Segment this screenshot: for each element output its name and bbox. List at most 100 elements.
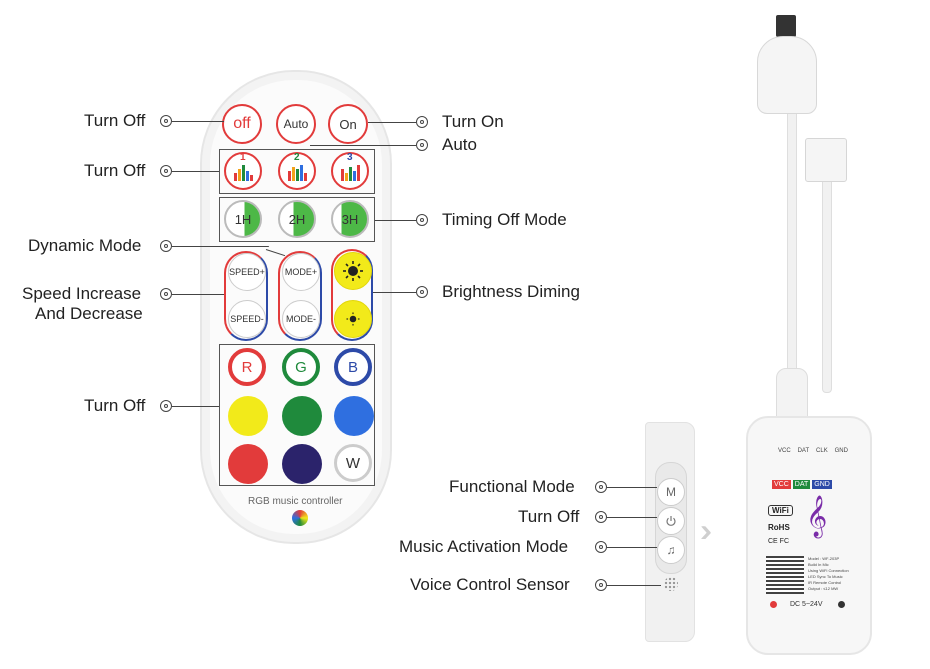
mode-number: 3 bbox=[347, 152, 353, 163]
remote-on-button[interactable]: On bbox=[328, 104, 368, 144]
speed-down-button[interactable]: SPEED- bbox=[228, 300, 266, 338]
brand-logo-icon bbox=[292, 510, 308, 526]
pin-tags: VCC DAT GND bbox=[772, 480, 832, 489]
strain-relief bbox=[776, 368, 808, 420]
spec-item: Build In Mic bbox=[808, 562, 829, 567]
target-timing-off bbox=[416, 214, 428, 226]
timer-1h-button[interactable]: 1H bbox=[224, 200, 262, 238]
color-navy-button[interactable] bbox=[282, 444, 322, 484]
target-dynamic-mode bbox=[160, 240, 172, 252]
w-label: W bbox=[345, 454, 361, 472]
music-mode-1-button[interactable]: 1 bbox=[224, 152, 262, 190]
speed-pill bbox=[224, 251, 268, 341]
timer-3h-button[interactable]: 3H bbox=[331, 200, 369, 238]
color-w-button[interactable]: W bbox=[334, 444, 372, 482]
leader-line bbox=[373, 292, 416, 293]
music-mode-button[interactable]: ♫ bbox=[657, 536, 685, 564]
off-label: off bbox=[233, 115, 251, 132]
on-label: On bbox=[339, 116, 357, 132]
tag-gnd: GND bbox=[812, 480, 832, 489]
g-label: G bbox=[295, 358, 307, 376]
jst-connector bbox=[805, 138, 847, 182]
label-turn-on: Turn On bbox=[442, 112, 504, 131]
label-voice-sensor: Voice Control Sensor bbox=[410, 575, 570, 594]
remote-off-button[interactable]: off bbox=[222, 104, 262, 144]
label-speed-line2: And Decrease bbox=[35, 304, 143, 323]
label-functional-mode: Functional Mode bbox=[449, 477, 575, 496]
remote-auto-button[interactable]: Auto bbox=[276, 104, 316, 144]
leader-line bbox=[607, 517, 657, 518]
pin-dat: DAT bbox=[797, 448, 810, 454]
leader-line bbox=[172, 121, 224, 122]
timer-label: 3H bbox=[341, 211, 359, 227]
pin-labels: VCC DAT CLK GND bbox=[778, 448, 848, 454]
power-button[interactable] bbox=[657, 507, 685, 535]
color-g-button[interactable]: G bbox=[282, 348, 320, 386]
screw-icon bbox=[838, 601, 845, 608]
color-yellow-button[interactable] bbox=[228, 396, 268, 436]
label-timing-off: Timing Off Mode bbox=[442, 210, 567, 229]
tag-vcc: VCC bbox=[772, 480, 791, 489]
leader-line bbox=[607, 487, 657, 488]
leader-line bbox=[607, 547, 657, 548]
music-mode-2-button[interactable]: 2 bbox=[278, 152, 316, 190]
spec-item: Using WiFi Connection bbox=[808, 568, 849, 573]
functional-mode-button[interactable]: M bbox=[657, 478, 685, 506]
remote-brand: RGB music controller bbox=[248, 496, 343, 507]
music-mode-group bbox=[219, 149, 375, 194]
label-auto: Auto bbox=[442, 135, 477, 154]
label-speed-line1: Speed Increase bbox=[22, 284, 142, 303]
leader-line bbox=[607, 585, 661, 586]
mode-down-label: MODE- bbox=[286, 314, 316, 324]
leader-line bbox=[375, 220, 416, 221]
sun-large-icon bbox=[343, 261, 363, 281]
target-speed bbox=[160, 288, 172, 300]
dc-plug bbox=[757, 36, 817, 114]
leader-line bbox=[172, 406, 219, 407]
voltage-label: DC 5~24V bbox=[790, 601, 823, 608]
brightness-down-button[interactable] bbox=[334, 300, 372, 338]
mode-number: 2 bbox=[294, 152, 300, 163]
target-brightness bbox=[416, 286, 428, 298]
cable-lower bbox=[822, 176, 832, 393]
target-turn-off-1 bbox=[160, 115, 172, 127]
sun-small-icon bbox=[346, 312, 360, 326]
dc-plug-tip bbox=[776, 15, 796, 37]
mode-number: 1 bbox=[240, 152, 246, 163]
leader-line bbox=[310, 145, 416, 146]
r-label: R bbox=[241, 358, 253, 376]
mode-down-button[interactable]: MODE- bbox=[282, 300, 320, 338]
label-turn-off-2: Turn Off bbox=[84, 161, 146, 180]
label-turn-off-3: Turn Off bbox=[84, 396, 146, 415]
brightness-up-button[interactable] bbox=[334, 252, 372, 290]
rohs-label: RoHS bbox=[768, 523, 790, 532]
label-brightness: Brightness Diming bbox=[442, 282, 580, 301]
mode-pill bbox=[278, 251, 322, 341]
mode-up-button[interactable]: MODE+ bbox=[282, 253, 320, 291]
equalizer-icon bbox=[234, 165, 253, 181]
color-r-button[interactable]: R bbox=[228, 348, 266, 386]
tag-dat: DAT bbox=[792, 480, 811, 489]
target-turn-on bbox=[416, 116, 428, 128]
color-group bbox=[219, 344, 375, 486]
color-blue-button[interactable] bbox=[334, 396, 374, 436]
target-functional-mode bbox=[595, 481, 607, 493]
spec-list: Model : WF-203P Build In Mic Using WiFi … bbox=[808, 556, 849, 592]
timer-group bbox=[219, 197, 375, 242]
timer-2h-button[interactable]: 2H bbox=[278, 200, 316, 238]
color-green-button[interactable] bbox=[282, 396, 322, 436]
color-red-button[interactable] bbox=[228, 444, 268, 484]
color-b-button[interactable]: B bbox=[334, 348, 372, 386]
spec-item: IR Remote Control bbox=[808, 580, 842, 585]
music-mode-3-button[interactable]: 3 bbox=[331, 152, 369, 190]
timer-label: 1H bbox=[234, 211, 252, 227]
label-turn-off-1: Turn Off bbox=[84, 111, 146, 130]
target-turn-off-3 bbox=[160, 400, 172, 412]
mode-up-label: MODE+ bbox=[284, 267, 318, 277]
spec-item: Model : WF-203P bbox=[808, 556, 840, 561]
label-device-turn-off: Turn Off bbox=[518, 507, 580, 526]
speed-up-button[interactable]: SPEED+ bbox=[228, 253, 266, 291]
target-auto bbox=[416, 139, 428, 151]
qr-code bbox=[766, 556, 804, 594]
label-dynamic-mode: Dynamic Mode bbox=[28, 236, 142, 255]
